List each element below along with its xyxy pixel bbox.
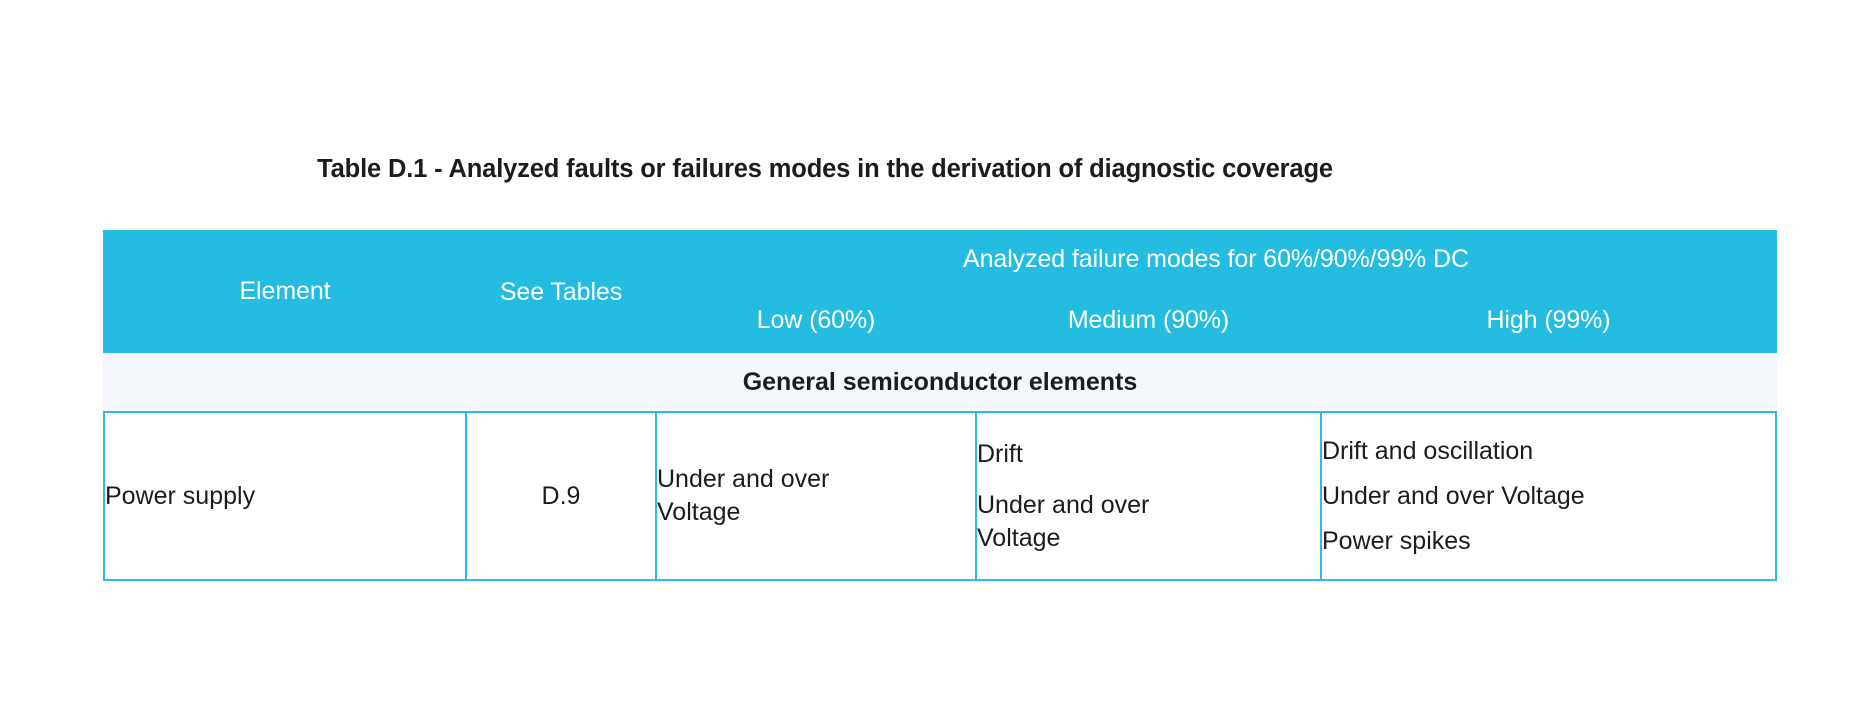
section-header-row: General semiconductor elements: [103, 351, 1777, 413]
high-mode-item-power-spikes: Power spikes: [1322, 526, 1471, 555]
column-header-element: Element: [103, 230, 467, 353]
column-header-medium: Medium (90%): [975, 287, 1322, 353]
high-mode-item-under-over-voltage: Under and over Voltage: [1322, 481, 1585, 510]
low-mode-line-2: Voltage: [657, 498, 741, 526]
medium-mode-item-drift: Drift: [977, 439, 1023, 468]
header-row-secondary: Low (60%) Medium (90%) High (99%): [104, 287, 1777, 353]
low-mode-line-1: Under and over: [657, 465, 830, 493]
high-modes-list: Drift and oscillation Under and over Vol…: [1322, 435, 1775, 558]
cell-see-tables-d9: D.9: [465, 411, 657, 581]
cell-element-power-supply: Power supply: [103, 411, 467, 581]
low-modes-list: Under and over Voltage: [657, 463, 975, 529]
column-header-see-tables: See Tables: [465, 230, 657, 353]
medium-modes-list: Drift Under and over Voltage: [977, 438, 1320, 555]
high-mode-item-drift-oscillation: Drift and oscillation: [1322, 436, 1534, 465]
table-body: General semiconductor elements Power sup…: [103, 351, 1777, 581]
table-header: Element See Tables Analyzed failure mode…: [103, 230, 1777, 353]
see-tables-line-2: Tables: [550, 277, 623, 306]
analyzed-faults-table: Element See Tables Analyzed failure mode…: [103, 230, 1777, 581]
cell-low-failure-modes: Under and over Voltage: [655, 411, 977, 581]
page-title: Table D.1 - Analyzed faults or failures …: [317, 155, 1333, 183]
medium-mode-line-2: Voltage: [977, 523, 1061, 552]
cell-medium-failure-modes: Drift Under and over Voltage: [975, 411, 1322, 581]
header-row-primary: Element See Tables Analyzed failure mode…: [103, 230, 1777, 353]
cell-high-failure-modes: Drift and oscillation Under and over Vol…: [1320, 411, 1777, 581]
column-header-high: High (99%): [1320, 287, 1777, 353]
medium-mode-item-voltage: Under and over Voltage: [977, 489, 1320, 555]
column-header-low: Low (60%): [655, 287, 977, 353]
low-mode-item: Under and over Voltage: [657, 463, 975, 529]
see-tables-line-1: See: [499, 277, 545, 306]
medium-mode-line-1: Under and over: [977, 490, 1150, 519]
section-label-general-semiconductor-elements: General semiconductor elements: [103, 351, 1777, 413]
column-header-analyzed-failure-modes: Analyzed failure modes for 60%/90%/99% D…: [655, 230, 1777, 289]
table-row: Power supply D.9 Under and over Voltage …: [103, 411, 1777, 581]
